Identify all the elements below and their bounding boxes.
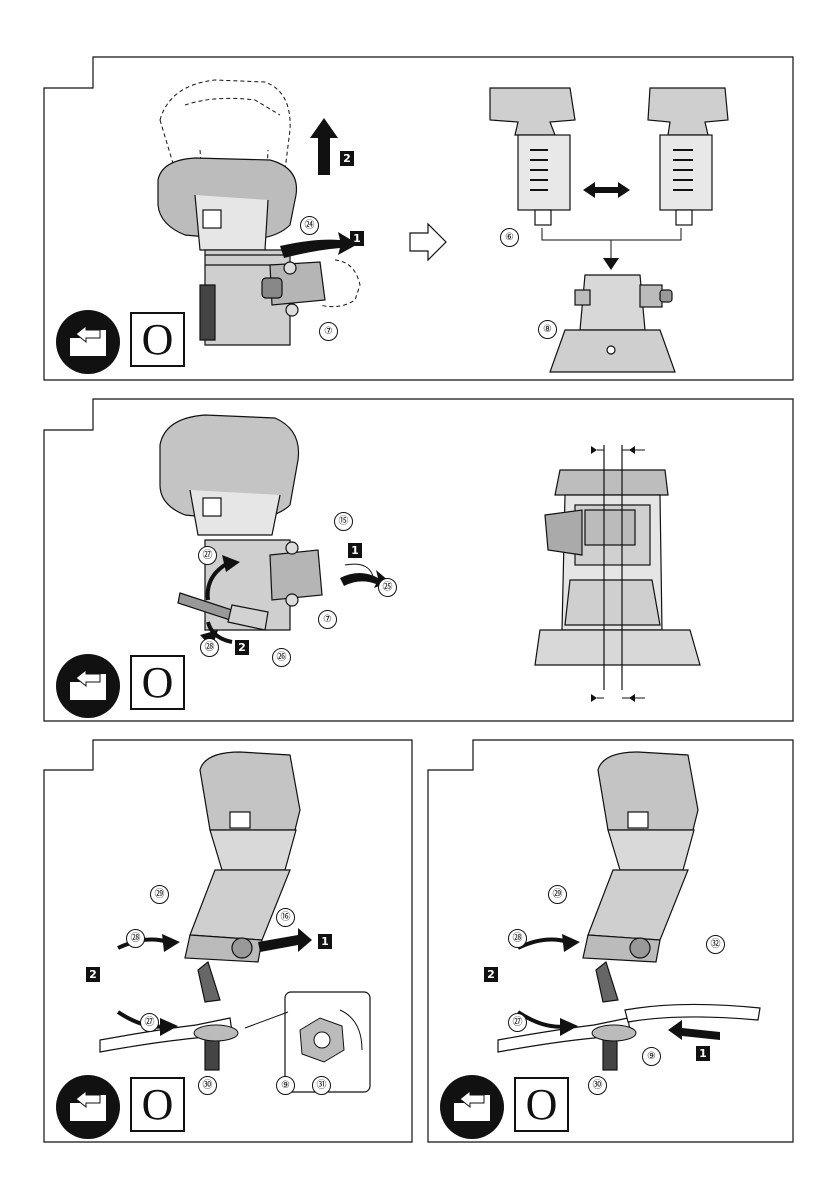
battery-removal-icon xyxy=(56,310,120,374)
step-2-label: 2 xyxy=(86,967,100,982)
callout-28: ㉘ xyxy=(508,929,527,948)
figure-2-frame xyxy=(0,390,840,730)
callout-7: ⑦ xyxy=(318,610,337,629)
callout-27: ㉗ xyxy=(508,1013,527,1032)
arrow-step-2 xyxy=(310,118,338,175)
callout-9: ⑨ xyxy=(642,1047,661,1066)
mode-symbol-box: O xyxy=(130,312,185,367)
arrow-right-outline-icon xyxy=(410,224,446,260)
callout-27: ㉗ xyxy=(198,546,217,565)
motor-a xyxy=(490,88,575,225)
callout-16: ⑯ xyxy=(276,908,295,927)
step-1-label: 1 xyxy=(350,231,364,246)
figure-1-remove-motor: ㉔ ⑦ ⑥ ⑧ 1 2 O xyxy=(0,0,840,390)
arrow-step-1 xyxy=(280,232,358,258)
shaft-lock-wrench-icon xyxy=(625,1004,760,1022)
figure-4-bit-removal-wrench: ㉙ ㉜ ㉘ ㉗ ⑨ ㉚ 1 2 O xyxy=(420,730,840,1191)
trimmer-front-view xyxy=(535,470,700,665)
figure-2-adjust-clamp: ⑮ ㉗ ㉕ ⑦ ㉖ ㉘ 1 2 O xyxy=(0,390,840,730)
double-arrow-icon xyxy=(583,182,630,198)
battery-removal-icon xyxy=(440,1075,504,1139)
callout-30: ㉚ xyxy=(198,1076,217,1095)
step-1-label: 1 xyxy=(348,543,362,558)
mode-symbol-box: O xyxy=(514,1077,569,1132)
callout-7: ⑦ xyxy=(319,322,338,341)
mode-symbol-box: O xyxy=(130,1077,185,1132)
callout-24: ㉔ xyxy=(300,216,319,235)
figure-3-bit-removal: ㉙ ⑯ ㉘ ㉗ ㉚ ⑨ ㉛ 1 2 O xyxy=(0,730,420,1191)
callout-29: ㉙ xyxy=(548,885,567,904)
step-2-label: 2 xyxy=(340,151,354,166)
figure-1-frame xyxy=(0,0,840,390)
callout-28: ㉘ xyxy=(126,929,145,948)
battery-removal-icon xyxy=(56,654,120,718)
callout-26: ㉖ xyxy=(272,648,291,667)
motor-b xyxy=(648,88,728,225)
callout-25: ㉕ xyxy=(378,578,397,597)
callout-32: ㉜ xyxy=(706,935,725,954)
callout-28: ㉘ xyxy=(200,638,219,657)
step-2-label: 2 xyxy=(484,967,498,982)
step-2-label: 2 xyxy=(235,640,249,655)
step-1-label: 1 xyxy=(318,934,332,949)
callout-9: ⑨ xyxy=(276,1076,295,1095)
callout-30: ㉚ xyxy=(588,1076,607,1095)
battery-removal-icon xyxy=(56,1075,120,1139)
callout-27: ㉗ xyxy=(140,1013,159,1032)
callout-31: ㉛ xyxy=(312,1076,331,1095)
trimmer-base xyxy=(550,275,675,372)
callout-8: ⑧ xyxy=(538,320,557,339)
callout-29: ㉙ xyxy=(150,885,169,904)
callout-6: ⑥ xyxy=(500,228,519,247)
callout-15: ⑮ xyxy=(334,512,353,531)
step-1-label: 1 xyxy=(696,1046,710,1061)
mode-symbol-box: O xyxy=(130,655,185,710)
